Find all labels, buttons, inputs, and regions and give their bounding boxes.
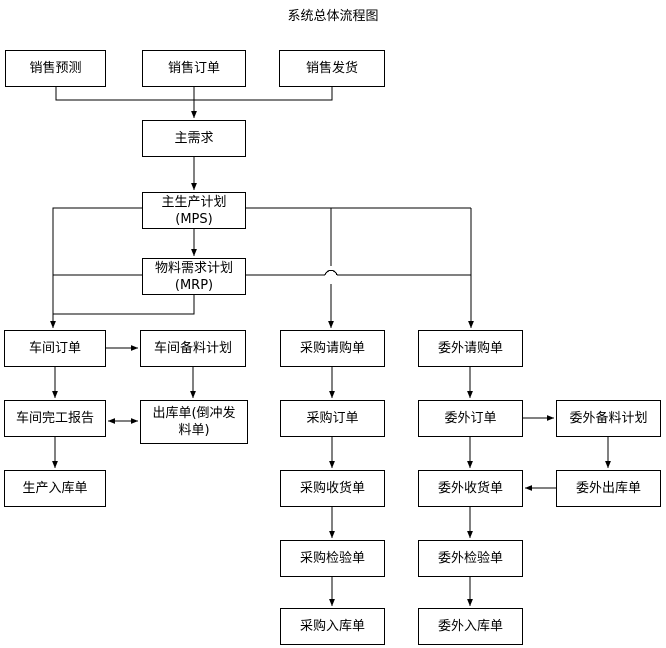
node-purchase-receipt[interactable]: 采购收货单 [280,470,385,507]
node-label: 采购请购单 [299,340,365,356]
node-workshop-material-plan[interactable]: 车间备料计划 [140,330,246,367]
node-outsource-stockin[interactable]: 委外入库单 [418,608,523,645]
node-outsource-receipt[interactable]: 委外收货单 [418,470,523,507]
node-label: 采购收货单 [299,480,365,496]
node-workshop-complete-report[interactable]: 车间完工报告 [4,400,106,437]
node-purchase-order[interactable]: 采购订单 [280,400,385,437]
node-outsource-issue[interactable]: 委外出库单 [556,470,661,507]
node-sales-order[interactable]: 销售订单 [142,50,246,87]
node-outsource-inspection[interactable]: 委外检验单 [418,540,523,577]
node-outsource-order[interactable]: 委外订单 [418,400,523,437]
node-production-receipt[interactable]: 生产入库单 [4,470,106,507]
node-label: 车间备料计划 [153,340,232,356]
node-label: 车间完工报告 [15,410,94,426]
node-label: 物料需求计划 (MRP) [154,260,233,293]
node-label: 委外出库单 [575,480,641,496]
node-label: 主生产计划 (MPS) [161,194,227,227]
node-label: 生产入库单 [22,480,88,496]
node-sales-delivery[interactable]: 销售发货 [279,50,385,87]
page-title: 系统总体流程图 [0,5,666,24]
node-label: 出库单(倒冲发 料单) [152,406,236,438]
node-label: 委外收货单 [437,480,503,496]
edge-sales-delivery-to-main-demand [194,87,333,101]
node-label: 委外检验单 [437,550,503,566]
node-main-demand[interactable]: 主需求 [142,120,246,157]
page-title-text: 系统总体流程图 [287,9,379,24]
node-label: 委外订单 [444,410,497,426]
node-label: 采购订单 [306,410,359,426]
node-sales-forecast[interactable]: 销售预测 [5,50,106,87]
node-purchase-request[interactable]: 采购请购单 [280,330,385,367]
node-outsource-request[interactable]: 委外请购单 [418,330,523,367]
node-purchase-stockin[interactable]: 采购入库单 [280,608,385,645]
node-mps[interactable]: 主生产计划 (MPS) [142,192,246,229]
node-label: 委外入库单 [437,618,503,634]
node-label: 采购入库单 [299,618,365,634]
node-label: 采购检验单 [299,550,365,566]
node-outsource-material-plan[interactable]: 委外备料计划 [556,400,661,437]
edge-mrp-bottom-to-left-bus [53,295,195,315]
node-workshop-order[interactable]: 车间订单 [4,330,106,367]
node-label: 委外备料计划 [569,410,648,426]
node-mrp[interactable]: 物料需求计划 (MRP) [142,258,246,295]
node-label: 销售预测 [29,60,82,76]
edge-mps-to-workshop-order [50,207,142,329]
edge-sales-forecast-to-main-demand [55,87,194,101]
node-label: 委外请购单 [437,340,503,356]
node-label: 车间订单 [28,340,81,356]
node-label: 销售订单 [167,60,220,76]
line-hop-arc [324,269,338,276]
node-label: 主需求 [174,130,214,146]
node-purchase-inspection[interactable]: 采购检验单 [280,540,385,577]
node-label: 销售发货 [305,60,358,76]
node-issue-note[interactable]: 出库单(倒冲发 料单) [140,400,248,444]
